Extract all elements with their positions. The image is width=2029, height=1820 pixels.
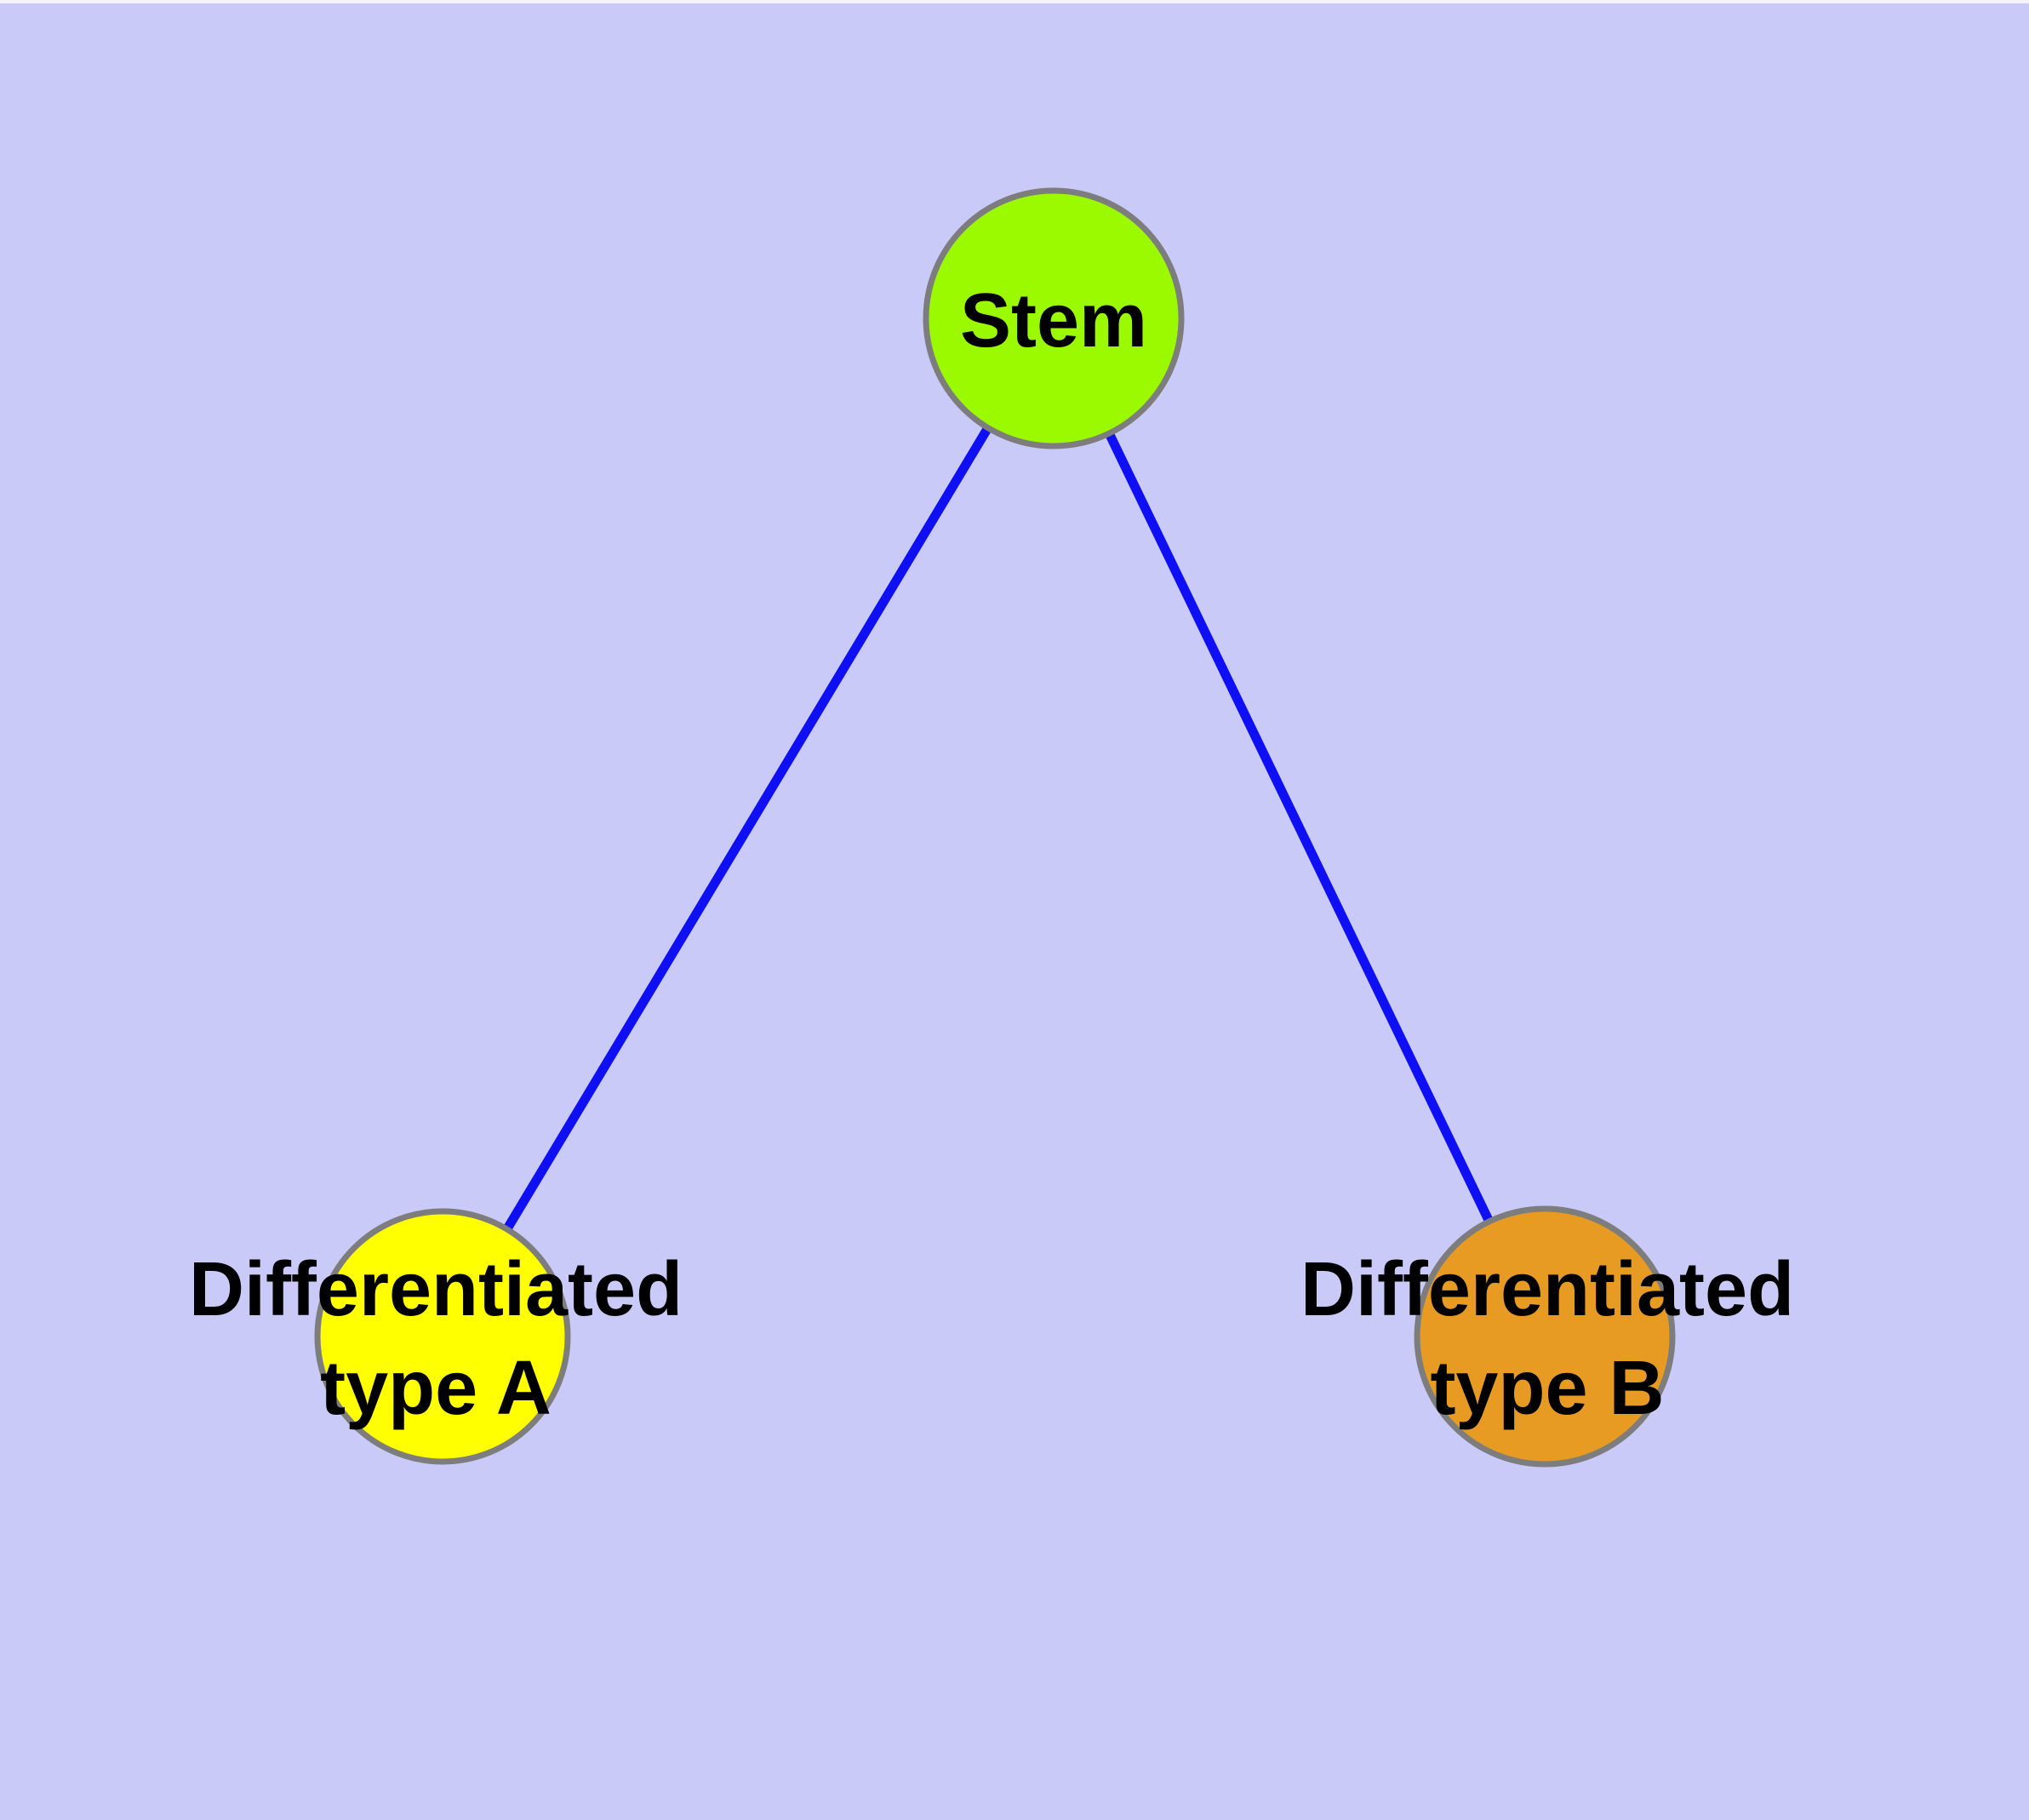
node-stem-circle bbox=[923, 187, 1185, 449]
screenshot-top-edge bbox=[0, 0, 2029, 3]
node-type-a-label: Differentiated type A bbox=[188, 1246, 683, 1431]
edge-stem-to-type-a bbox=[438, 316, 1058, 1339]
node-type-a-circle bbox=[314, 1208, 571, 1465]
node-stem-label: Stem bbox=[959, 278, 1148, 363]
edge-stem-to-type-b bbox=[1049, 316, 1549, 1339]
node-type-b-label: Differentiated type B bbox=[1300, 1246, 1795, 1431]
node-type-b-circle bbox=[1414, 1205, 1676, 1468]
